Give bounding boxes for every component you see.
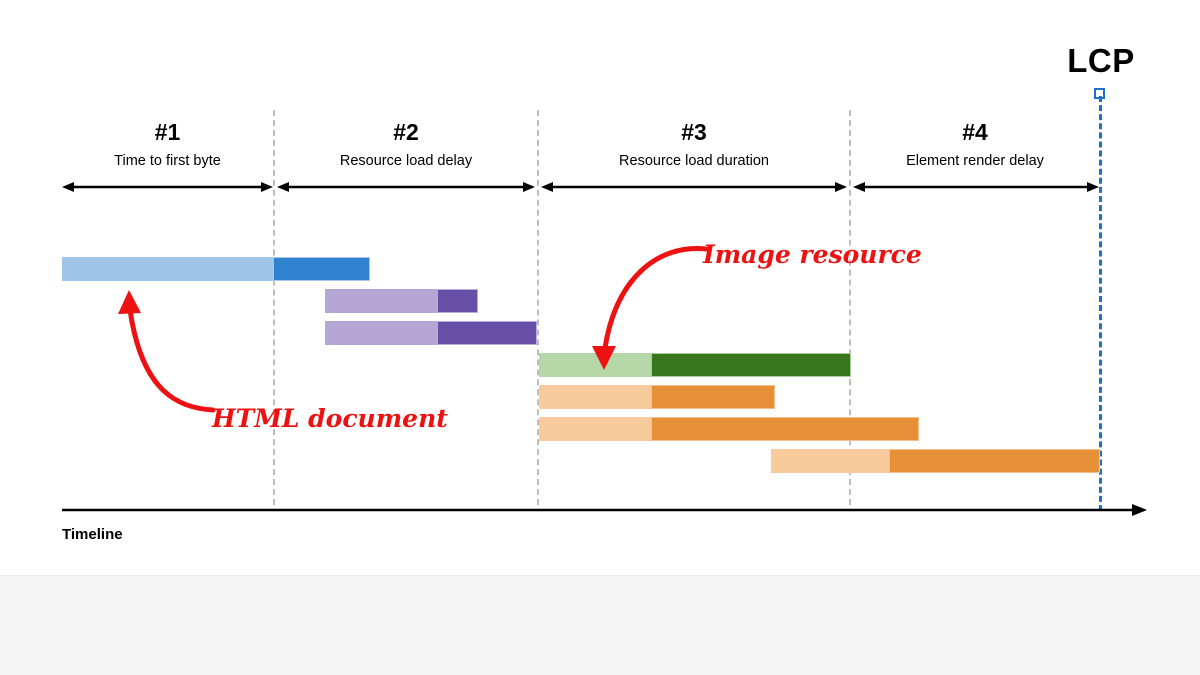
- script-bar-1-delay-segment: [539, 385, 651, 409]
- table-row: [539, 353, 851, 377]
- timeline-axis-icon: [62, 503, 1147, 516]
- stylesheet-bar-1-duration-segment: [437, 289, 478, 313]
- phase-divider-1: [273, 110, 275, 505]
- image-bar-duration-segment: [651, 353, 851, 377]
- phase-3: #3 Resource load duration: [539, 118, 849, 171]
- phase-4-label: Element render delay: [906, 153, 1044, 169]
- lcp-label: LCP: [1067, 42, 1135, 79]
- phase-1-arrow-icon: [62, 181, 273, 193]
- html-document-annotation: HTML document: [212, 404, 448, 433]
- image-resource-annotation: Image resource: [703, 240, 922, 269]
- phase-2-arrow-icon: [277, 181, 535, 193]
- phase-2: #2 Resource load delay: [275, 118, 537, 171]
- phase-2-label: Resource load delay: [339, 153, 473, 169]
- timeline-axis-label: Timeline: [62, 526, 123, 543]
- table-row: [325, 321, 537, 345]
- document-bar-duration-segment: [273, 257, 370, 281]
- document-bar-delay-segment: [62, 257, 273, 281]
- image-resource-arrow-icon: [588, 238, 710, 378]
- phase-4-number: #4: [962, 119, 988, 145]
- chart-area: LCP #1 Time to first byte #2 Resource lo…: [62, 42, 1147, 543]
- stylesheet-bar-2-delay-segment: [325, 321, 437, 345]
- phase-2-number: #2: [393, 119, 419, 145]
- phase-divider-2: [537, 110, 539, 505]
- html-document-arrow-icon: [108, 288, 218, 418]
- lcp-marker-line: [1099, 96, 1102, 511]
- phase-3-number: #3: [681, 119, 707, 145]
- stylesheet-bar-2-duration-segment: [437, 321, 537, 345]
- table-row: [62, 257, 370, 281]
- phase-1: #1 Time to first byte: [62, 118, 273, 171]
- script-bar-3-delay-segment: [771, 449, 889, 473]
- phase-4: #4 Element render delay: [851, 118, 1099, 171]
- script-bar-2-delay-segment: [539, 417, 651, 441]
- table-row: [325, 289, 478, 313]
- script-bar-3-duration-segment: [889, 449, 1100, 473]
- phase-4-arrow-icon: [853, 181, 1099, 193]
- phase-divider-3: [849, 110, 851, 505]
- phase-1-number: #1: [154, 119, 181, 145]
- script-bar-1-duration-segment: [651, 385, 775, 409]
- phase-3-label: Resource load duration: [619, 153, 769, 169]
- phase-3-arrow-icon: [541, 181, 847, 193]
- phase-1-label: Time to first byte: [114, 153, 221, 169]
- table-row: [539, 417, 919, 441]
- image-bar-delay-segment: [539, 353, 651, 377]
- table-row: [539, 385, 775, 409]
- script-bar-2-duration-segment: [651, 417, 919, 441]
- legend: Document Stylesheet Script Image: [0, 575, 1200, 675]
- table-row: [771, 449, 1100, 473]
- stylesheet-bar-1-delay-segment: [325, 289, 437, 313]
